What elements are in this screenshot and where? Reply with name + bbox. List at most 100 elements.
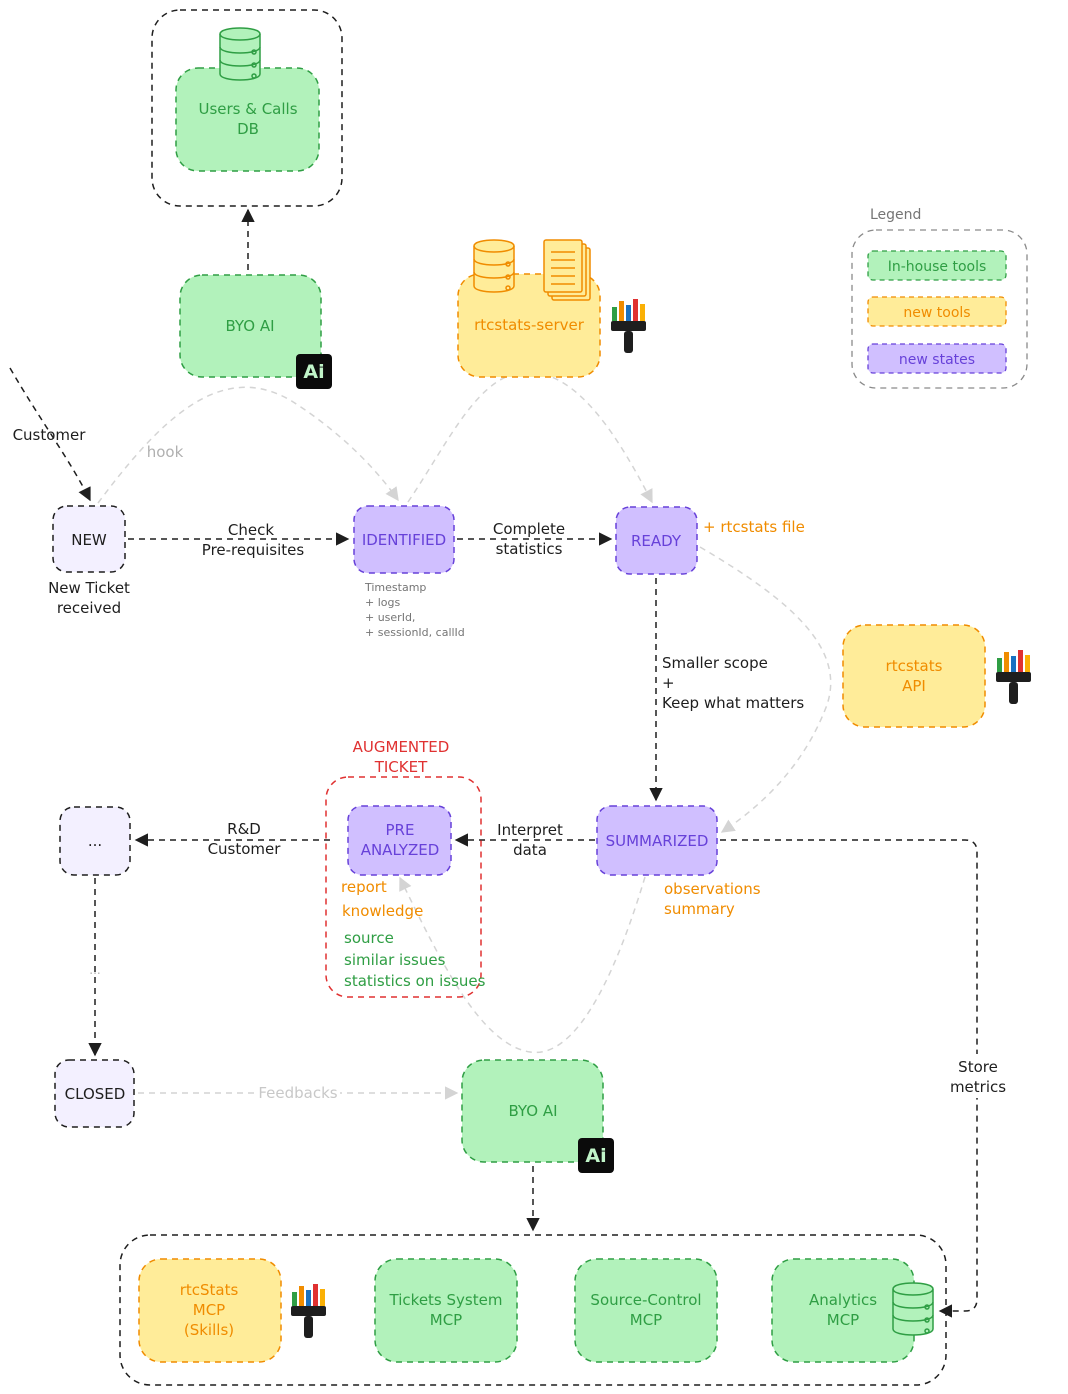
database-icon — [219, 27, 261, 81]
check-edge-label-2: Pre-requisites — [202, 541, 305, 559]
rtcstats-api-box[interactable] — [842, 624, 986, 728]
summarized-note-1: observations — [664, 880, 761, 898]
rd-edge-label-2: Customer — [208, 840, 282, 858]
new-caption-1: New Ticket — [48, 579, 130, 597]
rtcstats-server-label: rtcstats-server — [474, 316, 585, 334]
arrow-customer-to-new — [9, 367, 91, 502]
store-edge-label-2: metrics — [950, 1078, 1006, 1096]
analytics-database-icon — [892, 1282, 934, 1336]
byo-ai-bottom-label: BYO AI — [508, 1102, 557, 1120]
legend-newtools-label: new tools — [903, 305, 970, 321]
source-control-mcp-label-1: Source-Control — [590, 1291, 701, 1309]
check-edge-label-1: Check — [228, 521, 274, 539]
arrow-store-metrics — [720, 839, 978, 1318]
smaller-edge-label-1: Smaller scope — [662, 654, 768, 672]
documents-icon — [543, 239, 591, 301]
legend-frame — [851, 229, 1028, 389]
legend-newstates-swatch — [867, 343, 1007, 374]
rtcstats-api-label-2: API — [902, 677, 926, 695]
state-ready-label: READY — [631, 532, 682, 550]
summarized-note-2: summary — [664, 900, 735, 918]
rtcstats-mcp-label-1: rtcStats — [180, 1281, 239, 1299]
state-identified-label: IDENTIFIED — [362, 531, 446, 549]
arrow-ready-to-summarized-gray — [699, 546, 832, 833]
complete-edge-label-2: statistics — [496, 540, 563, 558]
legend-inhouse-label: In-house tools — [888, 259, 987, 275]
state-identified-box[interactable] — [353, 505, 455, 574]
interpret-edge-label-1: Interpret — [497, 821, 563, 839]
identified-note-1: Timestamp — [364, 581, 426, 594]
dots-edge-label: ... — [89, 963, 100, 977]
augmented-similar: similar issues — [344, 951, 446, 969]
state-new-box[interactable] — [52, 505, 126, 573]
hook-edge-label: hook — [147, 443, 184, 461]
store-edge-label-1: Store — [958, 1058, 998, 1076]
identified-note-2: + logs — [365, 596, 400, 609]
arrow-hook-new-to-identified — [97, 386, 399, 504]
legend-newtools-swatch — [867, 296, 1007, 327]
ai-badge-icon — [296, 354, 332, 389]
rd-edge-label-1: R&D — [227, 820, 261, 838]
state-closed-box[interactable] — [54, 1059, 135, 1128]
augmented-statistics: statistics on issues — [344, 972, 486, 990]
rtcstats-mcp-label-3: (Skills) — [184, 1321, 234, 1339]
feedbacks-edge-label: Feedbacks — [258, 1084, 337, 1102]
augmented-source: source — [344, 929, 394, 947]
ai-badge-text: Ai — [303, 361, 324, 383]
augmented-ticket-frame — [325, 776, 482, 998]
augmented-title-2: TICKET — [374, 758, 428, 776]
identified-note-3: + userId, — [365, 611, 415, 624]
customer-edge-label: Customer — [13, 426, 87, 444]
arrow-summarized-loop-to-pre — [399, 876, 646, 1054]
new-caption-2: received — [57, 599, 121, 617]
state-dots-box[interactable] — [59, 806, 131, 876]
complete-edge-label-1: Complete — [493, 520, 565, 538]
feedbacks-label-bg — [256, 1081, 340, 1103]
users-calls-db-label-1: Users & Calls — [198, 100, 297, 118]
source-control-mcp-box[interactable] — [574, 1258, 718, 1363]
state-dots-label: ... — [88, 832, 102, 850]
store-label-bg — [946, 1054, 1010, 1098]
legend-newstates-label: new states — [899, 352, 975, 368]
rtcstats-brush-icon-api — [996, 650, 1031, 704]
legend-title: Legend — [870, 207, 921, 223]
rtcstats-api-label-1: rtcstats — [886, 657, 943, 675]
pre-analyzed-label-1: PRE — [386, 821, 415, 839]
state-pre-analyzed-box[interactable] — [347, 805, 452, 876]
analytics-mcp-label-1: Analytics — [809, 1291, 877, 1309]
pre-analyzed-label-2: ANALYZED — [361, 841, 440, 859]
state-ready-box[interactable] — [615, 506, 698, 575]
state-summarized-box[interactable] — [596, 805, 718, 876]
tickets-mcp-label-2: MCP — [430, 1311, 462, 1329]
analytics-mcp-box[interactable] — [771, 1258, 915, 1363]
state-closed-label: CLOSED — [65, 1085, 126, 1103]
smaller-edge-label-3: Keep what matters — [662, 694, 804, 712]
augmented-report: report — [341, 878, 387, 896]
arrow-rtcstats-server-curve — [407, 371, 653, 504]
source-control-mcp-label-2: MCP — [630, 1311, 662, 1329]
byo-ai-bottom-box[interactable] — [461, 1059, 604, 1163]
byo-ai-top-label: BYO AI — [225, 317, 274, 335]
state-new-label: NEW — [71, 531, 107, 549]
rtcstats-mcp-box[interactable] — [138, 1258, 282, 1363]
byo-ai-top-box[interactable] — [179, 274, 322, 378]
analytics-mcp-label-2: MCP — [827, 1311, 859, 1329]
rtcstats-mcp-label-2: MCP — [193, 1301, 225, 1319]
ai-badge-icon-bottom — [578, 1138, 614, 1173]
legend-inhouse-swatch — [867, 250, 1007, 281]
smaller-edge-label-2: + — [662, 674, 675, 692]
ready-note: + rtcstats file — [703, 518, 805, 536]
state-summarized-label: SUMMARIZED — [606, 832, 709, 850]
db-group-frame — [151, 9, 343, 207]
rtcstats-brush-icon-server — [611, 299, 646, 353]
ai-badge-text-bottom: Ai — [585, 1145, 606, 1167]
mcp-group-frame — [119, 1234, 947, 1386]
identified-note-4: + sessionId, callId — [365, 626, 465, 639]
users-calls-db-label-2: DB — [237, 120, 259, 138]
tickets-mcp-label-1: Tickets System — [389, 1291, 503, 1309]
rtcstats-brush-icon-mcp — [291, 1284, 326, 1338]
augmented-knowledge: knowledge — [342, 902, 423, 920]
tickets-mcp-box[interactable] — [374, 1258, 518, 1363]
interpret-edge-label-2: data — [513, 841, 547, 859]
